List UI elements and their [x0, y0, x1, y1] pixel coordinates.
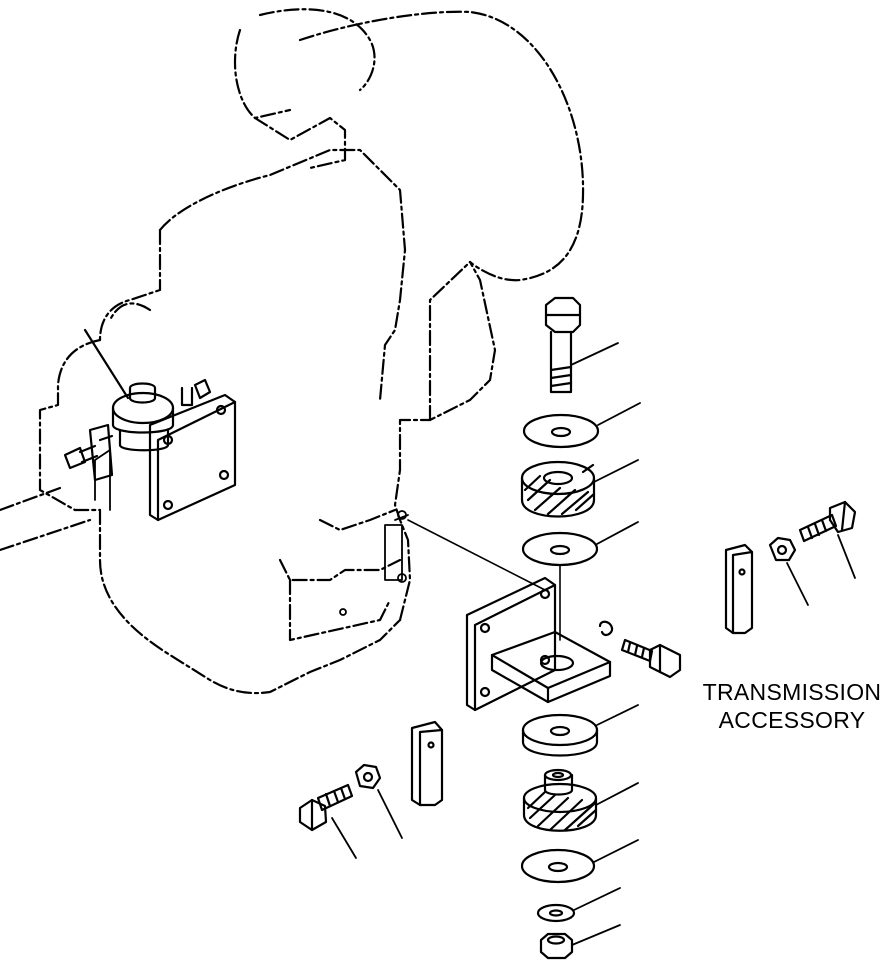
upper-cushion: [520, 460, 596, 518]
washer-middle: [521, 531, 599, 567]
lower-leader-nut: [377, 789, 403, 839]
leader-lines-right: [570, 342, 641, 946]
exploded-mount-stack: [465, 296, 612, 960]
side-bolt-small: [598, 620, 682, 679]
lower-strap: [410, 720, 444, 807]
lower-nut: [354, 763, 382, 790]
mounted-bracket-assembly: [63, 328, 237, 522]
lower-leader-bolt: [331, 817, 357, 859]
bottom-nut: [539, 932, 574, 960]
mount-bracket: [465, 576, 612, 712]
washer-top: [522, 413, 600, 449]
assembly-leader-line: [407, 519, 546, 591]
washer-bottom: [520, 848, 596, 884]
accessory-strap-right: [724, 543, 754, 635]
housing-detail: [94, 449, 409, 616]
caption-line-1: TRANSMISSION: [702, 679, 882, 705]
accessory-bolt-right: [798, 500, 857, 543]
top-bolt: [544, 296, 582, 394]
accessory-leader-nut: [786, 562, 809, 606]
lower-bolt: [298, 783, 354, 832]
caption-line-2: ACCESSORY: [718, 707, 866, 733]
washer-lower-thick: [521, 713, 599, 757]
lock-washer: [536, 903, 576, 923]
accessory-leader-bolt: [837, 534, 856, 579]
lower-cushion: [522, 768, 598, 832]
accessory-nut-right: [768, 536, 797, 562]
transmission-housing: [0, 8, 585, 695]
